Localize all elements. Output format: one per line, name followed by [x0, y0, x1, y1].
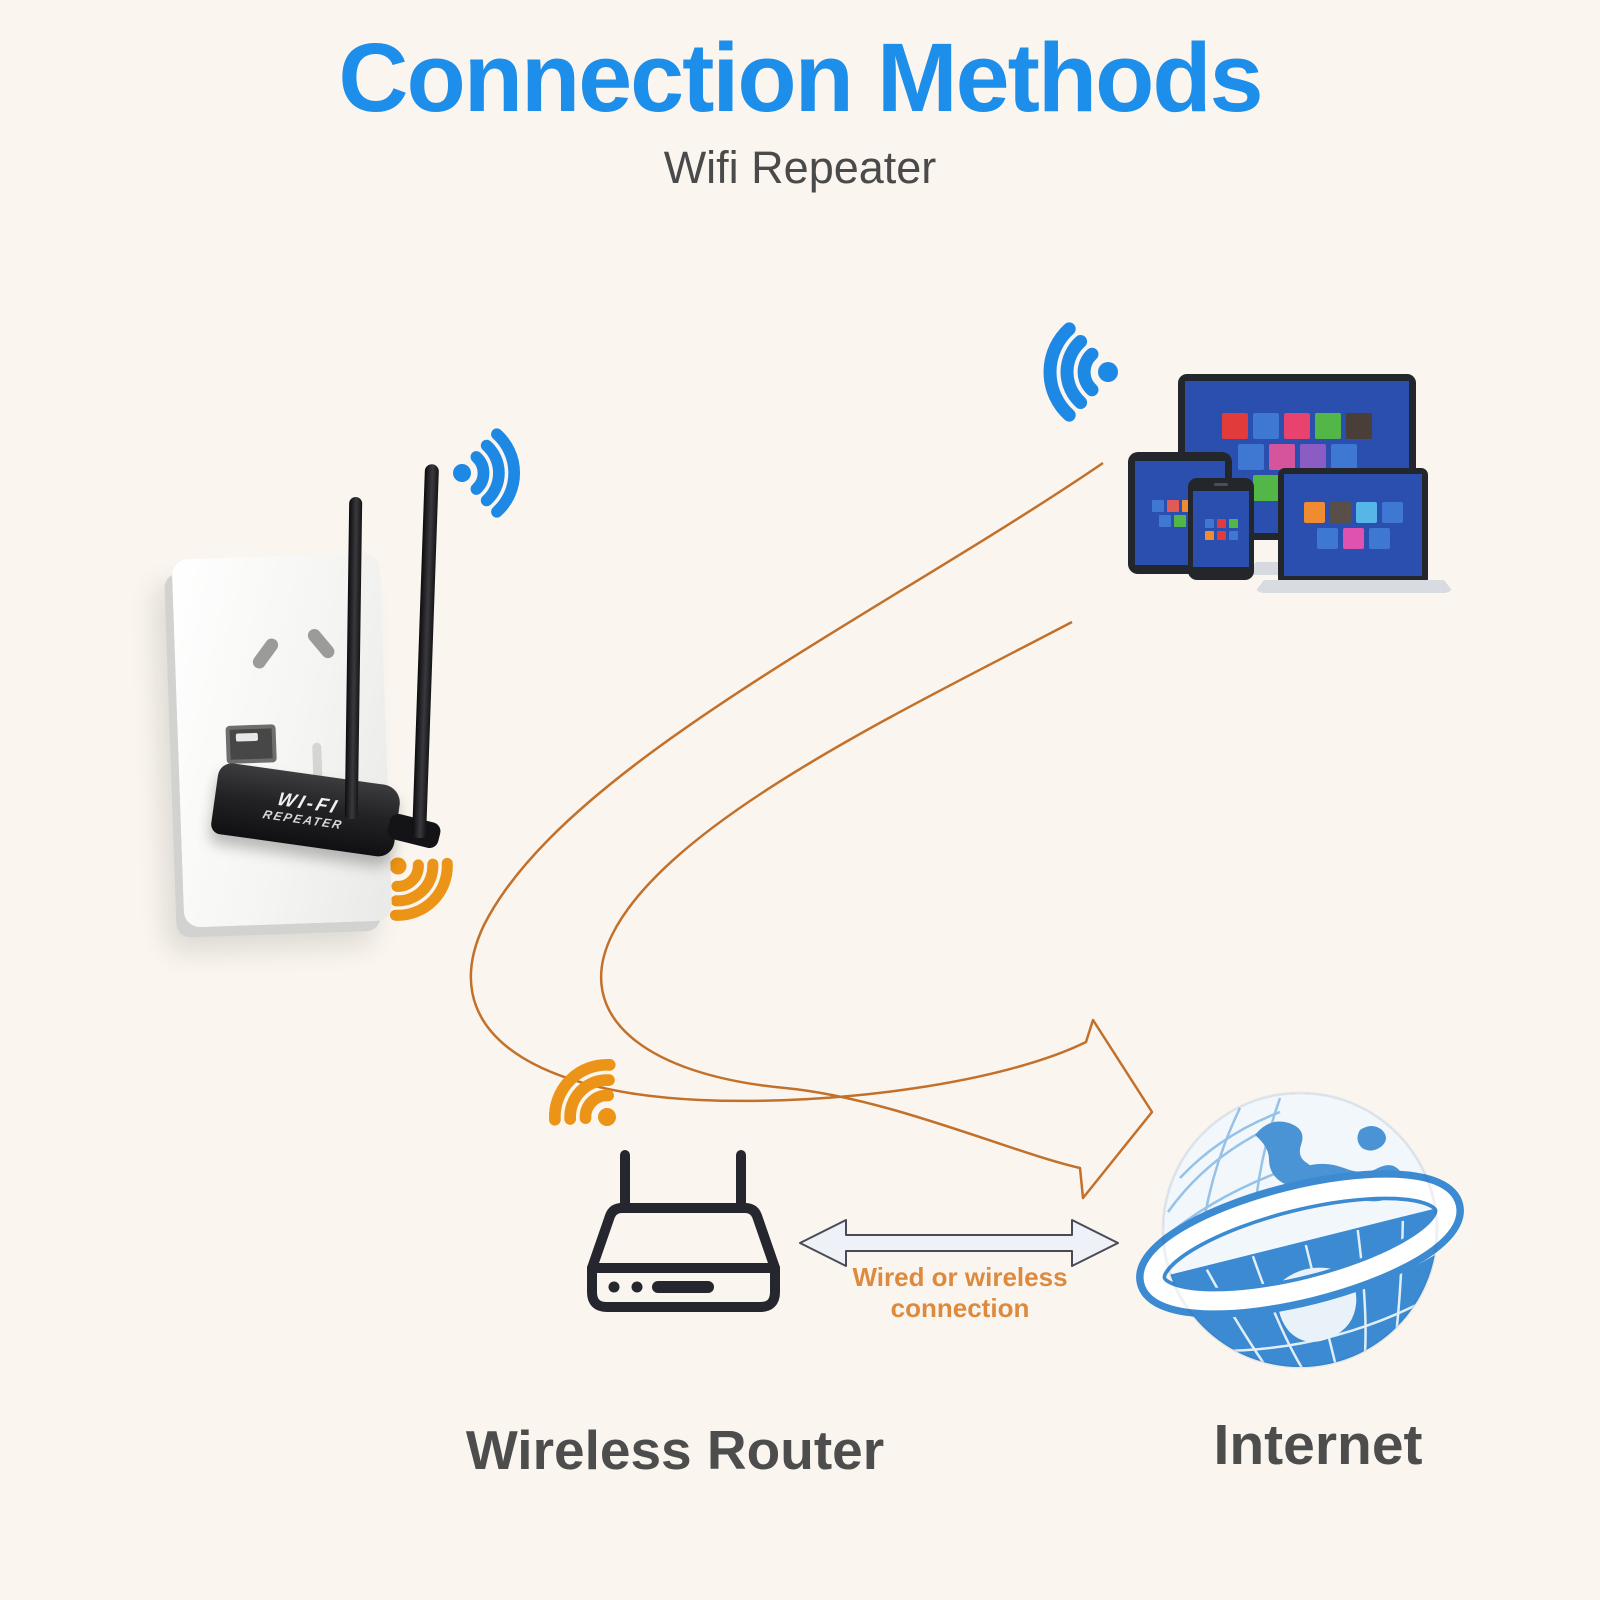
app-tile: [1268, 444, 1295, 470]
app-tile: [1315, 413, 1341, 439]
app-tile: [1204, 518, 1214, 528]
page-subtitle: Wifi Repeater: [663, 142, 937, 193]
app-tile: [1253, 413, 1279, 439]
app-tile: [1284, 413, 1310, 439]
app-tile: [1329, 501, 1351, 523]
app-tile: [1299, 444, 1326, 470]
app-tile: [1216, 518, 1226, 528]
app-tile: [1342, 527, 1364, 549]
globe-icon: [1136, 1091, 1464, 1369]
app-tile: [1303, 501, 1325, 523]
app-tile: [1316, 527, 1338, 549]
router-icon: [587, 1150, 780, 1312]
app-tile: [1346, 413, 1372, 439]
app-tile: [1151, 499, 1164, 512]
usb-tongue: [235, 732, 259, 742]
app-tile: [1159, 514, 1171, 527]
wireless-router-caption: Wireless Router: [465, 1419, 885, 1481]
app-tile: [1222, 413, 1248, 439]
app-tile: [1228, 518, 1238, 528]
app-tile: [1228, 530, 1238, 540]
laptop-screen: [1284, 474, 1422, 576]
app-tile: [1368, 527, 1390, 549]
wifi-signal-router-orange-icon: [543, 1053, 641, 1151]
wifi-signal-repeater-blue-icon: [453, 434, 514, 512]
wifi-signal-devices-blue-icon: [1050, 329, 1118, 415]
double-arrow-icon: [799, 1219, 1119, 1267]
phone-device: [1188, 478, 1254, 580]
phone-speaker: [1214, 483, 1228, 486]
app-tile: [1204, 530, 1214, 540]
dongle-label: WI-FI REPEATER: [261, 789, 351, 832]
laptop-device: [1278, 468, 1428, 582]
usb-port: [225, 724, 277, 764]
app-tile: [1166, 499, 1179, 512]
app-tile: [1355, 501, 1377, 523]
laptop-base: [1254, 580, 1454, 593]
flow-arrow: [469, 461, 1154, 1200]
phone-screen: [1193, 491, 1249, 567]
app-tile: [1253, 475, 1279, 501]
connection-type-label: Wired or wireless connection: [852, 1262, 1068, 1323]
app-tile: [1330, 444, 1357, 470]
app-tile: [1216, 530, 1226, 540]
app-tile: [1237, 444, 1264, 470]
page-title: Connection Methods: [338, 23, 1263, 132]
app-tile: [1381, 501, 1403, 523]
app-tile: [1174, 514, 1186, 527]
socket-pin-hole-left: [250, 635, 281, 672]
internet-caption: Internet: [1213, 1413, 1423, 1477]
socket-pin-hole-right: [305, 626, 338, 661]
